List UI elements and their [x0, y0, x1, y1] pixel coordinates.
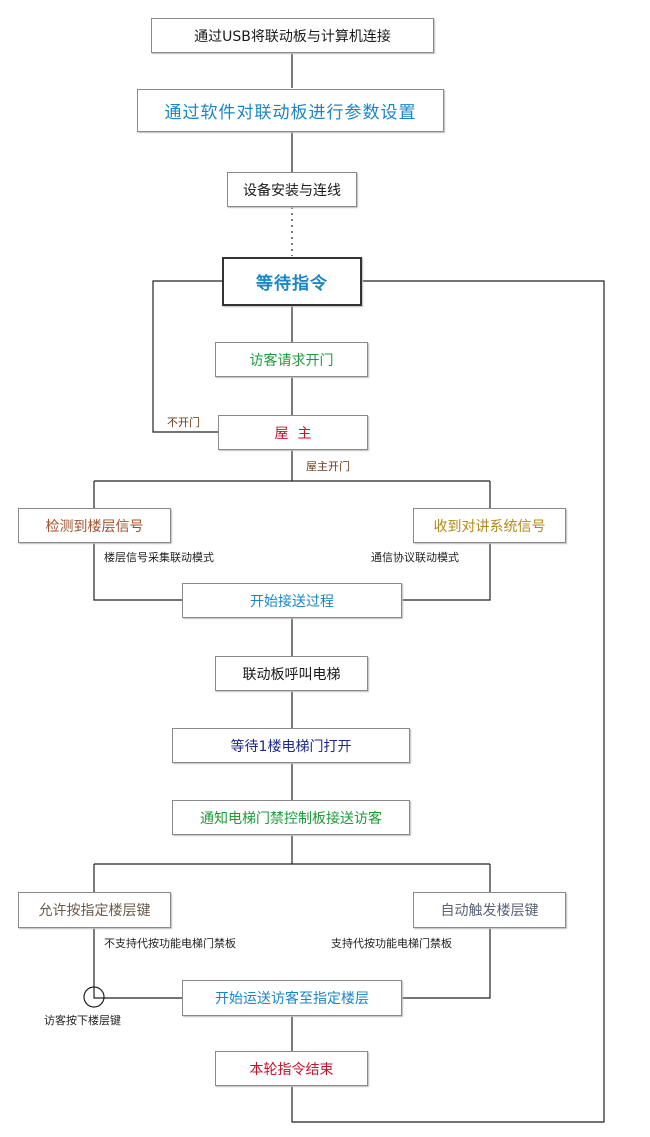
node-wait-door: 等待1楼电梯门打开: [172, 728, 410, 763]
node-software-config-text: 通过软件对联动板进行参数设置: [164, 103, 417, 123]
label-no-proxy: 不支持代按功能电梯门禁板: [104, 937, 236, 950]
node-intercom-signal-text: 收到对讲系统信号: [433, 518, 546, 535]
line-right-merge: [402, 543, 491, 601]
node-auto-trigger-text: 自动触发楼层键: [440, 903, 539, 919]
node-usb-connect-text: 通过USB将联动板与计算机连接: [194, 28, 391, 45]
label-comm-mode: 通信协议联动模式: [371, 551, 459, 564]
node-start-pickup: 开始接送过程: [182, 583, 402, 618]
node-software-config: 通过软件对联动板进行参数设置: [137, 89, 444, 132]
node-wait-door-text: 等待1楼电梯门打开: [230, 738, 352, 755]
label-owner-open: 屋主开门: [306, 460, 350, 473]
line-no-open-loop: [152, 280, 222, 433]
label-proxy: 支持代按功能电梯门禁板: [331, 937, 452, 950]
label-visitor-press: 访客按下楼层键: [44, 1014, 121, 1027]
node-end-text: 本轮指令结束: [249, 1061, 334, 1078]
node-auto-trigger: 自动触发楼层键: [413, 892, 566, 928]
node-start-transport: 开始运送访客至指定楼层: [182, 980, 402, 1016]
visitor-press-circle: [83, 986, 105, 1008]
node-detect-floor-text: 检测到楼层信号: [45, 518, 144, 535]
node-allow-press-text: 允许按指定楼层键: [38, 903, 151, 919]
line-return-loop: [291, 280, 605, 1123]
node-end: 本轮指令结束: [215, 1051, 368, 1086]
node-usb-connect: 通过USB将联动板与计算机连接: [151, 18, 434, 53]
label-no-open: 不开门: [167, 416, 200, 429]
node-detect-floor: 检测到楼层信号: [18, 508, 171, 543]
node-owner: 屋 主: [218, 415, 368, 450]
node-visitor-request-text: 访客请求开门: [249, 352, 334, 369]
node-allow-press: 允许按指定楼层键: [18, 892, 171, 928]
node-owner-text: 屋 主: [274, 425, 312, 442]
node-call-elevator-text: 联动板呼叫电梯: [242, 666, 341, 683]
node-wait-command: 等待指令: [222, 257, 362, 306]
node-start-pickup-text: 开始接送过程: [250, 593, 334, 610]
node-install: 设备安装与连线: [227, 172, 357, 207]
line-left-merge: [93, 543, 182, 601]
node-wait-command-text: 等待指令: [256, 274, 328, 294]
node-call-elevator: 联动板呼叫电梯: [215, 656, 368, 691]
node-install-text: 设备安装与连线: [243, 182, 341, 199]
node-notify-access: 通知电梯门禁控制板接送访客: [172, 800, 410, 835]
line-right2-merge: [402, 928, 491, 999]
node-intercom-signal: 收到对讲系统信号: [413, 508, 566, 543]
node-notify-access-text: 通知电梯门禁控制板接送访客: [200, 810, 382, 827]
node-visitor-request: 访客请求开门: [215, 342, 368, 377]
node-start-transport-text: 开始运送访客至指定楼层: [215, 991, 369, 1007]
line-left2-merge: [93, 928, 182, 999]
label-floor-mode: 楼层信号采集联动模式: [104, 551, 214, 564]
